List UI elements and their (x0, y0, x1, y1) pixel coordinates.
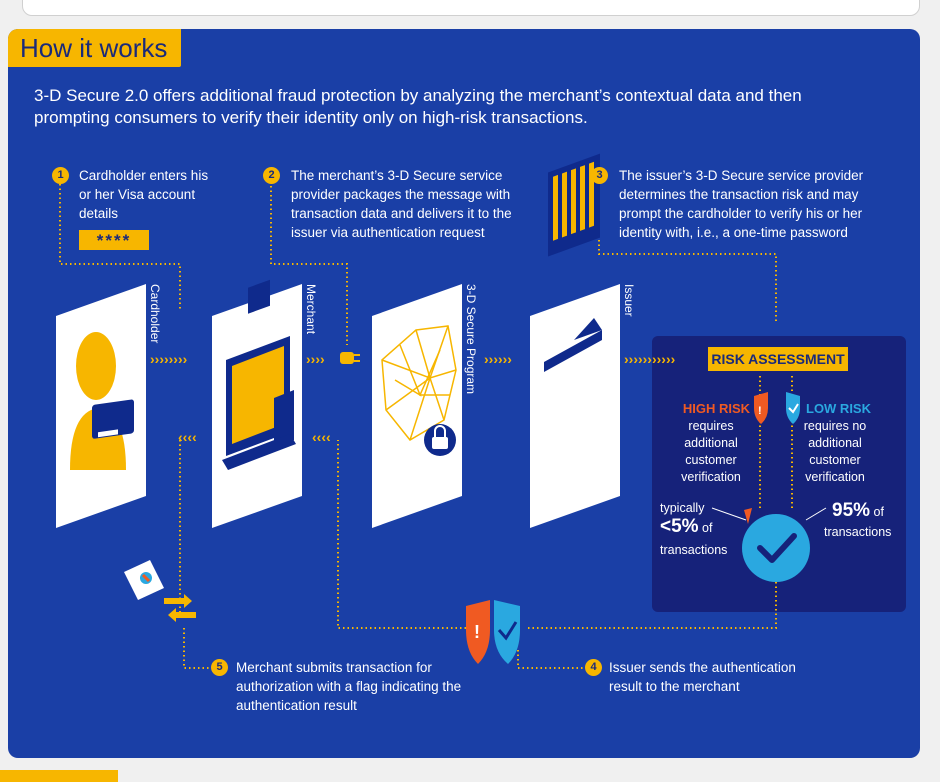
high-risk-share: <5% of (660, 518, 712, 537)
chevrons-1: ›››››››› (150, 351, 188, 367)
shield-pair-icon: ! (466, 600, 520, 664)
secure-program-card (372, 284, 462, 528)
chevrons-2: ›››› (306, 351, 325, 367)
risk-assessment-title: RISK ASSESSMENT (708, 347, 848, 371)
step-1-badge: 1 (52, 167, 69, 184)
high-risk-share-value: <5% (660, 516, 699, 537)
svg-text:!: ! (758, 405, 762, 417)
masked-card-number: **** (79, 230, 149, 250)
low-risk-label: LOW RISK (806, 400, 876, 417)
merchant-card (212, 280, 302, 528)
low-risk-share-suffix: of (874, 505, 884, 519)
low-risk-shield-icon (786, 392, 800, 424)
plug-icon (340, 352, 360, 364)
chevrons-4: ››››››››››› (624, 351, 676, 367)
connector-risk-bottom (528, 582, 776, 628)
low-risk-share-unit: transactions (824, 524, 891, 541)
issuer-label: Issuer (622, 284, 636, 317)
chevrons-3: ›››››› (484, 351, 512, 367)
connector-step5 (184, 628, 210, 668)
step-1-text: Cardholder enters his or her Visa accoun… (79, 166, 209, 223)
next-section-tab (0, 770, 118, 782)
check-circle-icon (712, 508, 826, 582)
chevrons-back-1: ‹‹‹‹ (178, 429, 197, 445)
high-risk-share-prefix: typically (660, 500, 704, 517)
svg-text:!: ! (474, 622, 480, 642)
cardholder-label: Cardholder (148, 284, 162, 343)
low-risk-share: 95% of (832, 502, 884, 521)
issuer-card (530, 154, 620, 528)
merchant-label: Merchant (304, 284, 318, 334)
chevrons-back-2: ‹‹‹‹ (312, 429, 331, 445)
high-risk-share-unit: transactions (660, 542, 727, 559)
step-3-text: The issuer’s 3-D Secure service provider… (619, 166, 877, 242)
step-5-badge: 5 (211, 659, 228, 676)
high-risk-desc: requires additional customer verificatio… (672, 418, 750, 486)
step-2-text: The merchant’s 3-D Secure service provid… (291, 166, 531, 242)
connector-step4 (518, 650, 584, 668)
step-2-badge: 2 (263, 167, 280, 184)
cardholder-card (56, 284, 146, 528)
step-4-badge: 4 (585, 659, 602, 676)
high-risk-share-suffix: of (702, 521, 712, 535)
step-5-text: Merchant submits transaction for authori… (236, 658, 466, 715)
step-4-text: Issuer sends the authentication result t… (609, 658, 809, 696)
low-risk-desc: requires no additional customer verifica… (802, 418, 868, 486)
step-3-badge: 3 (591, 167, 608, 184)
flag-icon (124, 560, 164, 600)
secure-program-label: 3-D Secure Program (464, 284, 478, 394)
low-risk-share-value: 95% (832, 500, 870, 521)
high-risk-label: HIGH RISK (674, 400, 750, 417)
